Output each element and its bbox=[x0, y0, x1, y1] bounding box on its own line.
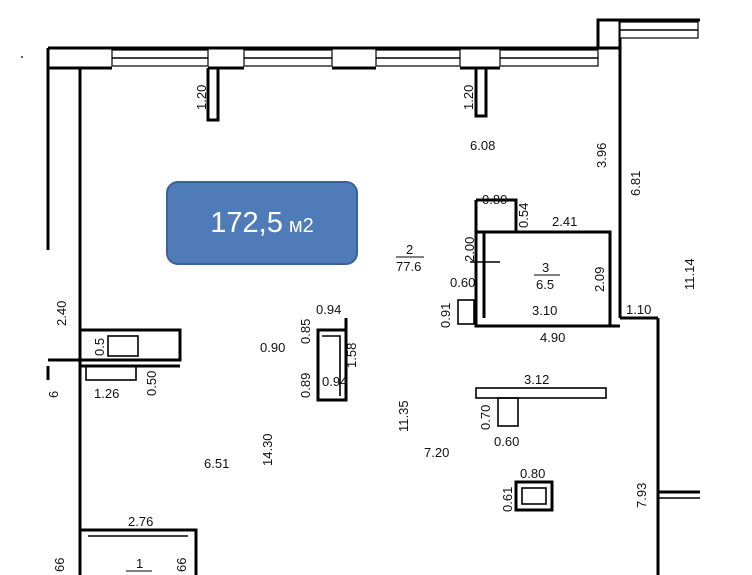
dim-11-14: 11.14 bbox=[682, 258, 697, 290]
dim-0-80-bottom: 0.80 bbox=[520, 466, 545, 481]
dim-2-09: 2.09 bbox=[592, 267, 607, 292]
dim-2-40: 2.40 bbox=[54, 301, 69, 326]
room-3-walls bbox=[457, 198, 620, 328]
dim-2-00: 2.00 bbox=[462, 237, 477, 262]
room-labels: 2 77.6 3 6.5 1 bbox=[126, 242, 560, 572]
dim-1-20-left: 1.20 bbox=[194, 85, 209, 110]
dim-0-54: 0.54 bbox=[516, 203, 531, 228]
dim-6-81: 6.81 bbox=[628, 171, 643, 196]
top-windows bbox=[80, 21, 699, 70]
left-wc bbox=[46, 328, 182, 381]
dim-0-70: 0.70 bbox=[478, 405, 493, 430]
room-1-walls bbox=[80, 528, 198, 575]
piers bbox=[206, 68, 488, 122]
dot-mark bbox=[21, 56, 23, 58]
dim-6-51: 6.51 bbox=[204, 456, 229, 471]
dim-0-90: 0.90 bbox=[260, 340, 285, 355]
dim-0-91: 0.91 bbox=[438, 303, 453, 328]
room-3-number: 3 bbox=[542, 260, 549, 275]
right-door-stub bbox=[658, 490, 700, 499]
dim-14-30: 14.30 bbox=[260, 433, 275, 466]
fixture-0-80 bbox=[514, 480, 554, 512]
dim-66-right: 66 bbox=[174, 558, 189, 572]
dim-2-41: 2.41 bbox=[552, 214, 577, 229]
dim-6-08: 6.08 bbox=[470, 138, 495, 153]
dim-7-93: 7.93 bbox=[634, 483, 649, 508]
dim-0-94-bottom: 0.94 bbox=[322, 374, 347, 389]
dim-6-left: 6 bbox=[46, 391, 61, 398]
dim-4-90: 4.90 bbox=[540, 330, 565, 345]
dim-11-35: 11.35 bbox=[396, 400, 411, 432]
room-2-number: 2 bbox=[406, 242, 413, 257]
dim-1-58: 1.58 bbox=[344, 343, 359, 368]
dimension-labels: 1.20 1.20 6.08 3.96 6.81 11.14 0.80 0.54… bbox=[46, 85, 697, 572]
fixture-3-12 bbox=[475, 387, 607, 427]
room-2-label-mark bbox=[470, 256, 500, 270]
dim-3-10: 3.10 bbox=[532, 303, 557, 318]
dim-2-76: 2.76 bbox=[128, 514, 153, 529]
area-unit: м2 bbox=[288, 214, 314, 237]
dim-1-26: 1.26 bbox=[94, 386, 119, 401]
dim-0-61: 0.61 bbox=[500, 487, 515, 512]
dim-0-94-top: 0.94 bbox=[316, 302, 341, 317]
dim-7-20: 7.20 bbox=[424, 445, 449, 460]
dim-0-85: 0.85 bbox=[298, 319, 313, 344]
dim-0-60-top: 0.60 bbox=[450, 275, 475, 290]
room-1-number: 1 bbox=[136, 556, 143, 571]
dim-3-96: 3.96 bbox=[594, 143, 609, 168]
room-3-area: 6.5 bbox=[536, 277, 554, 292]
dim-0-5: 0.5 bbox=[92, 338, 107, 356]
dim-0-89: 0.89 bbox=[298, 373, 313, 398]
dim-0-60-mid: 0.60 bbox=[494, 434, 519, 449]
dim-1-10: 1.10 bbox=[626, 302, 651, 317]
dim-3-12: 3.12 bbox=[524, 372, 549, 387]
area-value: 172,5 bbox=[210, 206, 283, 239]
dim-0-80-top: 0.80 bbox=[482, 192, 507, 207]
outer-walls bbox=[46, 18, 700, 575]
dim-66-left: 66 bbox=[52, 558, 67, 572]
area-badge: 172,5 м2 bbox=[166, 181, 358, 265]
center-columns bbox=[316, 318, 348, 402]
room-2-area: 77.6 bbox=[396, 259, 421, 274]
dim-0-50: 0.50 bbox=[144, 371, 159, 396]
dim-1-20-right: 1.20 bbox=[461, 85, 476, 110]
